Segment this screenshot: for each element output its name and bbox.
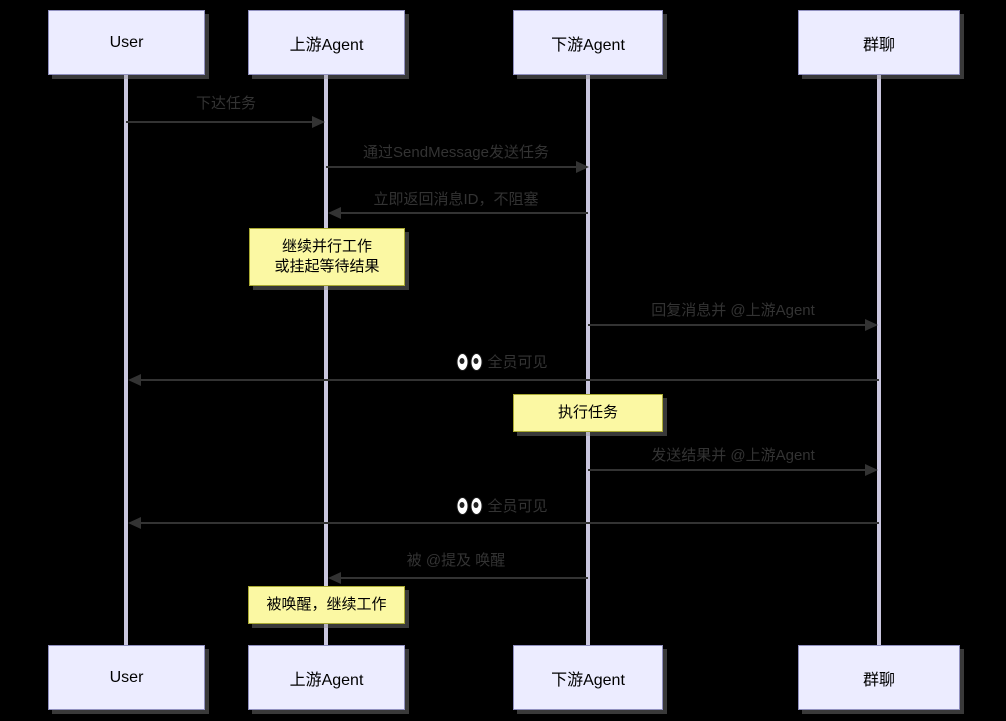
- message-line: [326, 166, 576, 168]
- arrowhead-left-icon: [128, 374, 141, 386]
- message-line: [340, 577, 588, 579]
- lifeline-upstream-agent: [324, 75, 328, 646]
- message-label-sendmessage: 通过SendMessage发送任务: [363, 144, 549, 161]
- arrowhead-left-icon: [328, 207, 341, 219]
- note-execute-task: 执行任务: [513, 394, 663, 432]
- actor-label: 群聊: [862, 36, 895, 54]
- arrowhead-left-icon: [128, 517, 141, 529]
- message-label-reply-mention: 回复消息并 @上游Agent: [651, 302, 815, 319]
- message-label-text: 全员可见: [487, 498, 548, 515]
- actor-label: User: [109, 33, 144, 51]
- message-label-visible-to-all: 全员可见: [456, 351, 548, 372]
- note-line: 执行任务: [557, 403, 618, 421]
- actor-user-top: User: [48, 10, 205, 75]
- message-label-assign-task: 下达任务: [195, 95, 257, 112]
- message-line: [140, 379, 879, 381]
- actor-label: 上游Agent: [289, 36, 364, 54]
- message-line: [126, 121, 312, 123]
- message-line: [140, 522, 879, 524]
- actor-label: 下游Agent: [551, 671, 625, 689]
- message-label-immediate-return: 立即返回消息ID，不阻塞: [373, 191, 539, 208]
- actor-group-chat-bottom: 群聊: [798, 645, 960, 710]
- actor-upstream-agent-bottom: 上游Agent: [248, 645, 405, 710]
- note-line: 被唤醒，继续工作: [266, 595, 387, 613]
- message-line: [340, 212, 588, 214]
- note-line: 或挂起等待结果: [274, 258, 380, 275]
- actor-label: 下游Agent: [551, 36, 625, 54]
- actor-downstream-agent-bottom: 下游Agent: [513, 645, 663, 710]
- note-woken-continue-work: 被唤醒，继续工作: [248, 586, 405, 624]
- arrowhead-right-icon: [865, 464, 878, 476]
- message-line: [588, 324, 865, 326]
- message-label-wake-up: 被 @提及 唤醒: [406, 552, 506, 569]
- eyes-emoji-icon: [456, 496, 483, 515]
- actor-label: 上游Agent: [289, 671, 364, 689]
- actor-group-chat-top: 群聊: [798, 10, 960, 75]
- lifeline-user: [124, 75, 128, 646]
- actor-user-bottom: User: [48, 645, 205, 710]
- message-label-text: 全员可见: [487, 354, 548, 371]
- message-label-send-result: 发送结果并 @上游Agent: [651, 447, 815, 464]
- arrowhead-right-icon: [865, 319, 878, 331]
- eyes-emoji-icon: [456, 352, 483, 371]
- lifeline-downstream-agent: [586, 75, 590, 646]
- arrowhead-right-icon: [312, 116, 325, 128]
- actor-label: User: [109, 668, 144, 686]
- lifeline-group-chat: [877, 75, 881, 646]
- note-line: 继续并行工作: [281, 237, 372, 255]
- arrowhead-right-icon: [576, 161, 589, 173]
- arrowhead-left-icon: [328, 572, 341, 584]
- actor-upstream-agent-top: 上游Agent: [248, 10, 405, 75]
- message-label-visible-to-all: 全员可见: [456, 495, 548, 516]
- actor-label: 群聊: [862, 671, 895, 689]
- message-line: [588, 469, 865, 471]
- note-continue-parallel-work: 继续并行工作 或挂起等待结果: [249, 228, 405, 286]
- actor-downstream-agent-top: 下游Agent: [513, 10, 663, 75]
